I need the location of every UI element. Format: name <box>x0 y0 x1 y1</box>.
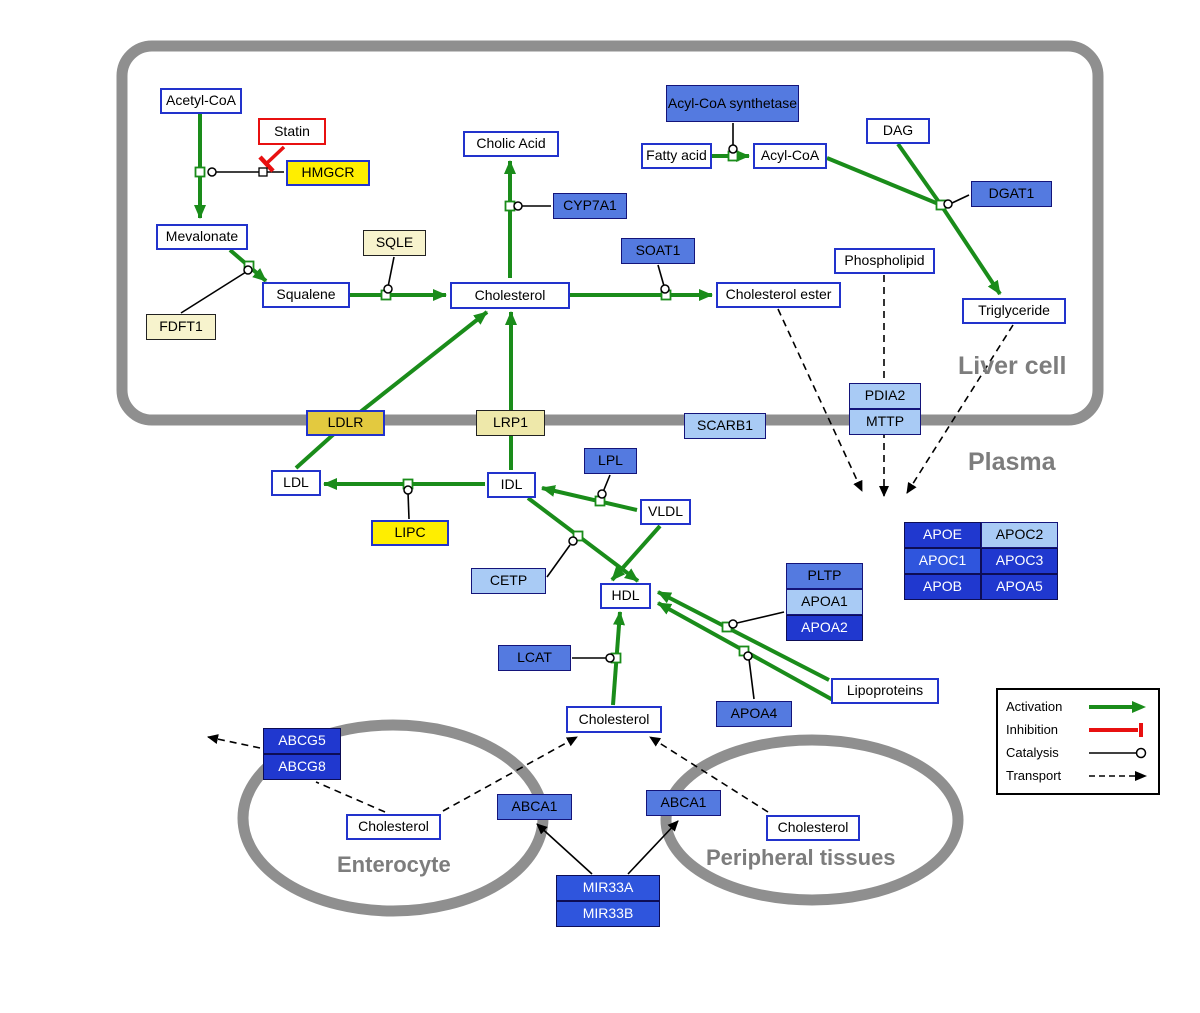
inhibition-edge <box>258 145 286 173</box>
node-soat1[interactable]: SOAT1 <box>621 238 695 264</box>
peripheral-tissues-label: Peripheral tissues <box>706 845 896 870</box>
node-lipoproteins[interactable]: Lipoproteins <box>831 678 939 704</box>
legend-catalysis-label: Catalysis <box>1006 745 1059 760</box>
node-apoa2[interactable]: APOA2 <box>786 615 863 641</box>
node-lrp1[interactable]: LRP1 <box>476 410 545 436</box>
node-fatty-acid[interactable]: Fatty acid <box>641 143 712 169</box>
legend-row-transport: Transport <box>1006 764 1150 787</box>
node-mir33b[interactable]: MIR33B <box>556 901 660 927</box>
node-ldlr[interactable]: LDLR <box>306 410 385 436</box>
node-acyl-coa-synthetase[interactable]: Acyl-CoA synthetase <box>666 85 799 122</box>
transport-dashed-arrow-icon <box>1089 770 1147 781</box>
catalysis-circles <box>207 144 953 663</box>
node-pdia2[interactable]: PDIA2 <box>849 383 921 409</box>
node-phospholipid[interactable]: Phospholipid <box>834 248 935 274</box>
legend-row-activation: Activation <box>1006 695 1150 718</box>
liver-cell-membrane <box>116 40 1104 426</box>
node-acetyl-coa[interactable]: Acetyl-CoA <box>160 88 242 114</box>
node-dgat1[interactable]: DGAT1 <box>971 181 1052 207</box>
node-triglyceride[interactable]: Triglyceride <box>962 298 1066 324</box>
activation-arrow-icon <box>1089 700 1146 713</box>
node-abca1-peripheral[interactable]: ABCA1 <box>646 790 721 816</box>
legend-inhibition-label: Inhibition <box>1006 722 1059 737</box>
node-idl[interactable]: IDL <box>487 472 536 498</box>
regulation-edges <box>536 820 679 875</box>
node-lipc[interactable]: LIPC <box>371 520 449 546</box>
node-abcg8[interactable]: ABCG8 <box>263 754 341 780</box>
node-mttp[interactable]: MTTP <box>849 409 921 435</box>
node-lpl[interactable]: LPL <box>584 448 637 474</box>
membranes <box>116 40 1104 917</box>
statin-target-anchor <box>258 167 268 177</box>
node-squalene[interactable]: Squalene <box>262 282 350 308</box>
node-scarb1[interactable]: SCARB1 <box>684 413 766 439</box>
node-hdl[interactable]: HDL <box>600 583 651 609</box>
node-vldl[interactable]: VLDL <box>640 499 691 525</box>
legend-row-inhibition: Inhibition <box>1006 718 1150 741</box>
inhibition-tbar-icon <box>1089 722 1143 737</box>
legend: Activation Inhibition Catalysis Transpor… <box>996 688 1160 795</box>
legend-transport-label: Transport <box>1006 768 1062 783</box>
legend-activation-label: Activation <box>1006 699 1063 714</box>
node-cyp7a1[interactable]: CYP7A1 <box>553 193 627 219</box>
node-cholesterol-ester[interactable]: Cholesterol ester <box>716 282 841 308</box>
node-pltp[interactable]: PLTP <box>786 563 863 589</box>
node-cholesterol-plasma[interactable]: Cholesterol <box>566 706 662 733</box>
node-hmgcr[interactable]: HMGCR <box>286 160 370 186</box>
enterocyte-label: Enterocyte <box>337 852 451 877</box>
node-ldl[interactable]: LDL <box>271 470 321 496</box>
peripheral-tissues-membrane <box>660 734 964 906</box>
node-apoa1[interactable]: APOA1 <box>786 589 863 615</box>
node-apoc2[interactable]: APOC2 <box>981 522 1058 548</box>
node-apoe[interactable]: APOE <box>904 522 981 548</box>
liver-cell-label: Liver cell <box>958 352 1067 380</box>
node-mevalonate[interactable]: Mevalonate <box>156 224 248 250</box>
catalysis-edges <box>180 123 970 700</box>
node-sqle[interactable]: SQLE <box>363 230 426 256</box>
node-abca1-enterocyte[interactable]: ABCA1 <box>497 794 572 820</box>
node-mir33a[interactable]: MIR33A <box>556 875 660 901</box>
node-lcat[interactable]: LCAT <box>498 645 571 671</box>
node-cholic-acid[interactable]: Cholic Acid <box>463 131 559 157</box>
node-cholesterol-enterocyte[interactable]: Cholesterol <box>346 814 441 840</box>
node-apob[interactable]: APOB <box>904 574 981 600</box>
node-dag[interactable]: DAG <box>866 118 930 144</box>
legend-row-catalysis: Catalysis <box>1006 741 1150 764</box>
node-fdft1[interactable]: FDFT1 <box>146 314 216 340</box>
node-cholesterol-peripheral[interactable]: Cholesterol <box>766 815 860 841</box>
node-apoc1[interactable]: APOC1 <box>904 548 981 574</box>
node-apoa4[interactable]: APOA4 <box>716 701 792 727</box>
node-abcg5[interactable]: ABCG5 <box>263 728 341 754</box>
node-acyl-coa[interactable]: Acyl-CoA <box>753 143 827 169</box>
node-cholesterol-liver[interactable]: Cholesterol <box>450 282 570 309</box>
node-apoa5[interactable]: APOA5 <box>981 574 1058 600</box>
node-apoc3[interactable]: APOC3 <box>981 548 1058 574</box>
node-statin[interactable]: Statin <box>258 118 326 145</box>
catalysis-circle-icon <box>1089 747 1147 758</box>
plasma-label: Plasma <box>968 448 1056 476</box>
node-cetp[interactable]: CETP <box>471 568 546 594</box>
